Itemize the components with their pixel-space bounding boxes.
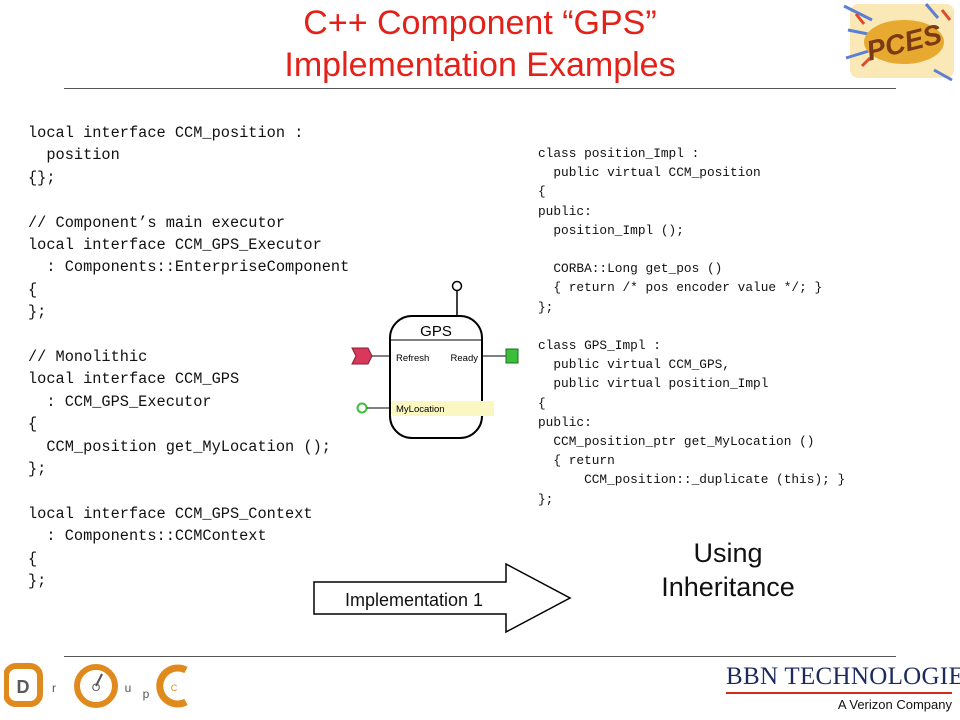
code-line: CORBA::Long get_pos ()	[538, 261, 723, 277]
code-line: public virtual CCM_position	[538, 165, 761, 181]
facet-highlight	[392, 401, 494, 416]
title-line-1: C++ Component “GPS”	[303, 4, 657, 42]
doc-logo-letter: C	[171, 683, 178, 693]
code-line: public:	[538, 203, 592, 219]
idl-code-block: local interface CCM_position : position …	[28, 122, 349, 593]
doc-logo-letter: p	[143, 687, 150, 701]
event-source-label: Ready	[451, 353, 479, 364]
code-line: { return	[538, 453, 615, 469]
code-line: };	[28, 460, 47, 479]
using-line-1: Using	[693, 538, 763, 568]
event-sink-label: Refresh	[396, 353, 429, 364]
facet-label: MyLocation	[396, 404, 445, 415]
top-divider	[64, 88, 896, 89]
code-line: class position_Impl :	[538, 146, 700, 161]
bbn-logo-sub: A Verizon Company	[837, 697, 952, 712]
code-line: public virtual CCM_GPS,	[538, 357, 730, 373]
doc-logo-letter: O	[92, 682, 101, 694]
cpp-code-block: class position_Impl : public virtual CCM…	[538, 144, 845, 509]
code-line: public:	[538, 414, 592, 430]
code-line: local interface CCM_GPS_Executor	[28, 236, 322, 255]
bbn-logo: BBN TECHNOLOGIES A Verizon Company	[726, 663, 960, 714]
code-line: : Components::EnterpriseComponent	[28, 258, 350, 277]
code-line: public virtual position_Impl	[538, 376, 769, 392]
code-line: CCM_position_ptr get_MyLocation ()	[538, 434, 815, 450]
slide-title: C++ Component “GPS” Implementation Examp…	[0, 2, 960, 86]
implementation-arrow: Implementation 1	[313, 562, 572, 634]
arrow-label: Implementation 1	[345, 590, 483, 610]
bbn-logo-main: BBN TECHNOLOGIES	[726, 663, 960, 690]
doc-logo-letter: D	[17, 677, 30, 697]
event-sink-icon	[351, 347, 373, 365]
component-name: GPS	[420, 323, 452, 340]
arrow-shape	[313, 562, 572, 634]
receptacle-icon	[451, 280, 463, 292]
code-line: : Components::CCMContext	[28, 527, 267, 546]
code-line: {	[28, 549, 38, 568]
doc-logo-letter: u	[125, 681, 132, 695]
code-line: {	[538, 395, 546, 411]
doc-logo-letter: r	[52, 681, 56, 695]
title-line-2: Implementation Examples	[284, 46, 676, 84]
code-line: {	[28, 415, 38, 434]
bbn-logo-rule	[726, 692, 952, 694]
code-line: {	[28, 280, 38, 299]
code-line: CCM_position::_duplicate (this); }	[538, 472, 846, 488]
using-line-2: Inheritance	[661, 572, 795, 602]
code-line: CCM_position get_MyLocation ();	[28, 437, 331, 456]
code-line: class GPS_Impl :	[538, 338, 661, 354]
doc-group-logo: D r O u p C	[4, 663, 188, 708]
code-line: local interface CCM_GPS_Context	[28, 504, 313, 523]
code-line: };	[28, 303, 47, 322]
facet-icon	[356, 402, 368, 414]
code-line: : CCM_GPS_Executor	[28, 392, 212, 411]
code-line: // Component’s main executor	[28, 213, 286, 232]
code-line: position	[28, 146, 120, 165]
pces-logo: PCES	[843, 3, 954, 82]
code-line: // Monolithic	[28, 348, 148, 367]
code-line: { return /* pos encoder value */; }	[538, 280, 823, 296]
code-line: {	[538, 184, 546, 200]
code-line: };	[538, 299, 554, 315]
code-line: local interface CCM_position :	[28, 124, 304, 142]
code-line: position_Impl ();	[538, 222, 684, 238]
code-line: local interface CCM_GPS	[28, 370, 240, 389]
bottom-divider	[64, 656, 896, 657]
code-line: {};	[28, 168, 56, 187]
gps-component-diagram: GPS Refresh Ready MyLocation	[351, 280, 519, 439]
event-source-icon	[505, 348, 519, 364]
code-line: };	[28, 572, 47, 591]
code-line: };	[538, 491, 554, 507]
using-inheritance-label: Using Inheritance	[618, 536, 838, 604]
